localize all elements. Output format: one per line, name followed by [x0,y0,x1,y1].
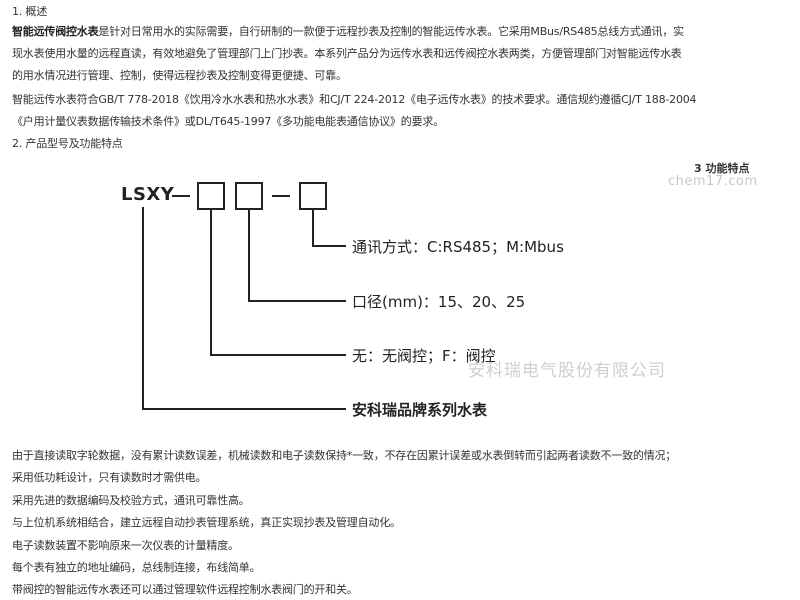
leader-comm [312,209,346,247]
leader-brand [142,207,346,410]
code-box-diameter [235,182,263,210]
brand-label: 安科瑞品牌系列水表 [352,401,488,419]
code-box-comm [299,182,327,210]
comm-label: 通讯方式：C:RS485；M:Mbus [352,238,564,256]
standards-line1: 智能远传水表符合GB/T 778-2018《饮用冷水水表和热水水表》和CJ/T … [12,93,697,106]
standards-line2: 《户用计量仪表数据传输技术条件》或DL/T645-1997《多功能电能表通信协议… [12,115,444,128]
feature-item: 采用先进的数据编码及校验方式，通讯可靠性高。 [12,494,250,507]
feature-item: 电子读数装置不影响原来一次仪表的计量精度。 [12,539,239,552]
intro-paragraph-line1: 智能远传阀控水表是针对日常用水的实际需要，自行研制的一款便于远程抄表及控制的智能… [12,22,684,42]
feature-item: 与上位机系统相结合，建立远程自动抄表管理系统，真正实现抄表及管理自动化。 [12,516,401,529]
intro-paragraph-line2: 现水表使用水量的远程直读，有效地避免了管理部门上门抄表。本系列产品分为远传水表和… [12,47,682,60]
valve-label: 无：无阀控；F：阀控 [352,347,496,365]
leader-diameter [248,209,346,302]
feature-item: 采用低功耗设计，只有读数时才需供电。 [12,471,207,484]
company-watermark: 安科瑞电气股份有限公司 [468,361,666,381]
feature-item: 由于直接读取字轮数据，没有累计读数误差，机械读数和电子读数保持*一致，不存在因累… [12,449,677,462]
diameter-label: 口径(mm)：15、20、25 [352,293,526,311]
feature-item: 带阀控的智能远传水表还可以通过管理软件远程控制水表阀门的开和关。 [12,583,358,596]
model-heading: 2. 产品型号及功能特点 [12,137,123,150]
leader-valve [210,209,346,356]
product-name: 智能远传阀控水表 [12,25,99,38]
feature-label: 3 功能特点 [694,162,750,175]
intro-paragraph-line3: 的用水情况进行管理、控制，使得远程抄表及控制变得更便捷、可靠。 [12,69,347,82]
code-box-valve [197,182,225,210]
feature-item: 每个表有独立的地址编码，总线制连接，布线简单。 [12,561,261,574]
model-code: LSXY [121,184,175,205]
overview-heading: 1. 概述 [12,5,47,18]
site-watermark: chem17.com [668,174,758,189]
intro-text: 是针对日常用水的实际需要，自行研制的一款便于远程抄表及控制的智能远传水表。它采用… [98,25,684,38]
